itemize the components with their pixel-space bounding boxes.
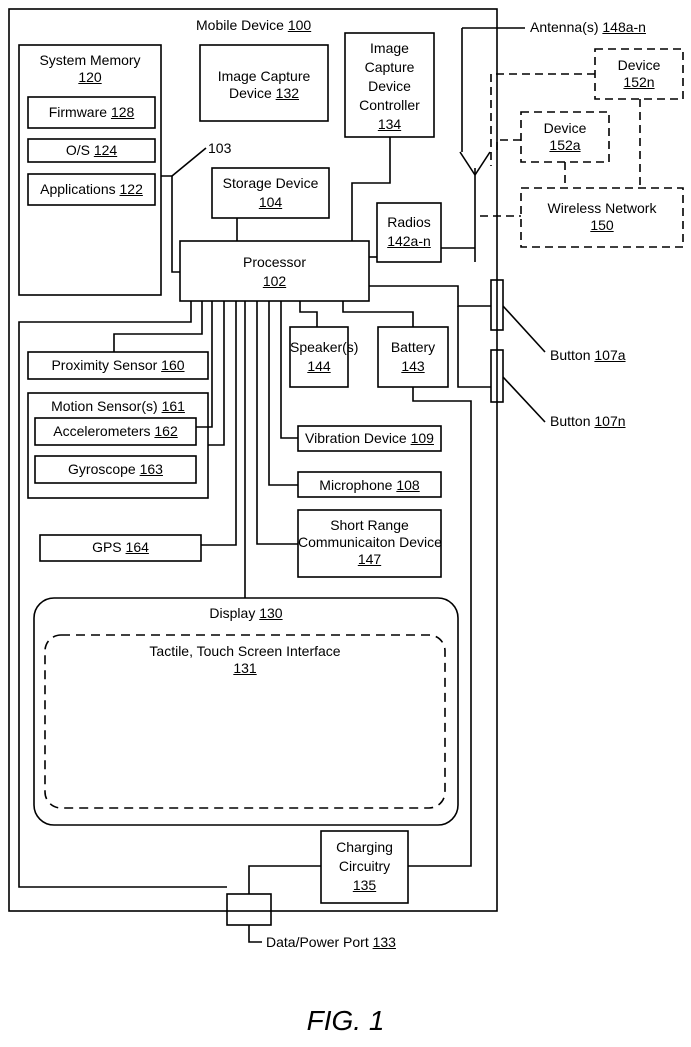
wireless-network-box <box>520 187 684 248</box>
charging-circuitry-box <box>320 830 409 904</box>
bus-label: 103 <box>208 140 232 156</box>
gps-box <box>39 534 202 562</box>
antenna-icon <box>459 28 491 262</box>
firmware-box <box>27 96 156 129</box>
speakers-box <box>289 326 349 388</box>
storage-device-box <box>211 167 330 219</box>
gyroscope-box <box>34 455 197 484</box>
accelerometers-label: Accelerometers 162 <box>53 423 178 439</box>
gyroscope-label: Gyroscope 163 <box>68 461 163 477</box>
vibration-device-label: Vibration Device 109 <box>305 430 434 446</box>
display-box <box>33 597 459 826</box>
os-label: O/S 124 <box>65 142 118 158</box>
connector-lines <box>18 27 546 943</box>
firmware-label: Firmware 128 <box>48 104 135 120</box>
button-107n-shape <box>490 349 504 403</box>
applications-label: Applications 122 <box>40 181 143 197</box>
mobile-device-frame <box>8 8 498 912</box>
proximity-sensor-label: Proximity Sensor 160 <box>51 357 185 373</box>
microphone-label: Microphone 108 <box>319 477 420 493</box>
applications-box <box>27 173 156 206</box>
image-capture-device-box <box>199 44 329 122</box>
mobile-device-label: Mobile Device 100 <box>196 17 312 33</box>
radios-box <box>376 202 442 263</box>
os-box <box>27 138 156 163</box>
data-port-box <box>226 893 272 926</box>
antenna-label: Antenna(s) 148a-n <box>530 19 646 35</box>
button-107a-shape <box>490 279 504 331</box>
figure-label: FIG. 1 <box>306 1005 385 1036</box>
data-port-label: Data/Power Port 133 <box>266 934 396 950</box>
processor-box <box>179 240 370 302</box>
motion-sensors-label: Motion Sensor(s) 161 <box>51 398 185 414</box>
speakers-label: Speaker(s)144 <box>290 339 359 374</box>
accelerometers-box <box>34 417 197 446</box>
button-107a-label: Button 107a <box>550 347 626 363</box>
button-107n-label: Button 107n <box>550 413 626 429</box>
system-memory-box <box>18 44 162 296</box>
gps-label: GPS 164 <box>92 539 149 555</box>
proximity-sensor-box <box>27 351 209 380</box>
touch-screen-box <box>44 634 446 809</box>
display-label: Display 130 <box>209 605 283 621</box>
wireless-links <box>480 73 641 217</box>
